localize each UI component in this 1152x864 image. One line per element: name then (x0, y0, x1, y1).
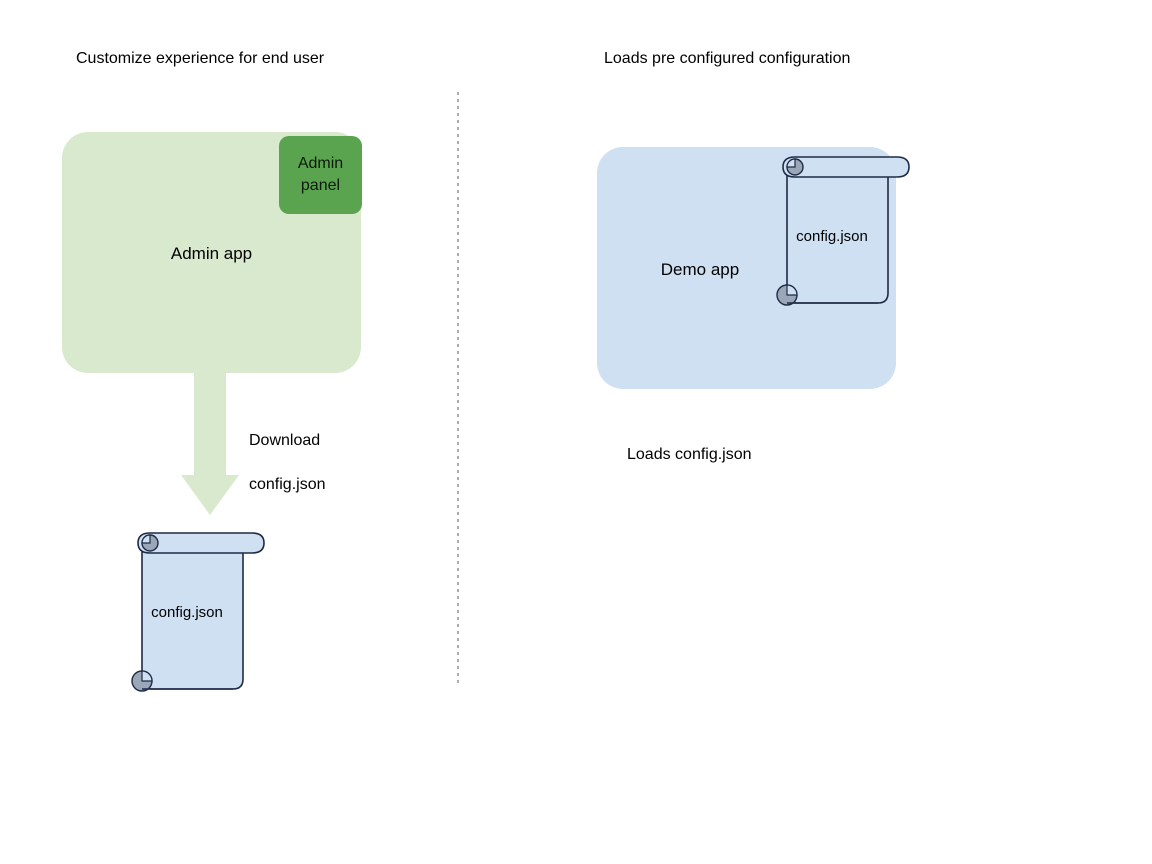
admin-panel-label: Admin panel (298, 153, 343, 197)
section-divider (457, 92, 459, 686)
config-json-document-left[interactable]: config.json (126, 529, 266, 692)
section-title-left: Customize experience for end user (76, 50, 325, 67)
admin-panel-label-line1: Admin (297, 155, 344, 172)
section-title-right: Loads pre configured configuration (604, 50, 851, 67)
demo-app-label: Demo app (660, 260, 740, 279)
download-arrow-label-line2: config.json (249, 476, 326, 493)
admin-panel-chip[interactable]: Admin panel (279, 136, 362, 214)
config-json-document-right[interactable]: config.json (771, 153, 911, 313)
download-arrow-label: Download config.json (249, 408, 326, 496)
download-arrow-label-line1: Download (249, 432, 321, 449)
download-arrow-icon (181, 369, 239, 525)
admin-panel-label-line2: panel (300, 177, 341, 194)
admin-app-label: Admin app (170, 244, 253, 263)
loads-config-caption: Loads config.json (627, 446, 752, 463)
